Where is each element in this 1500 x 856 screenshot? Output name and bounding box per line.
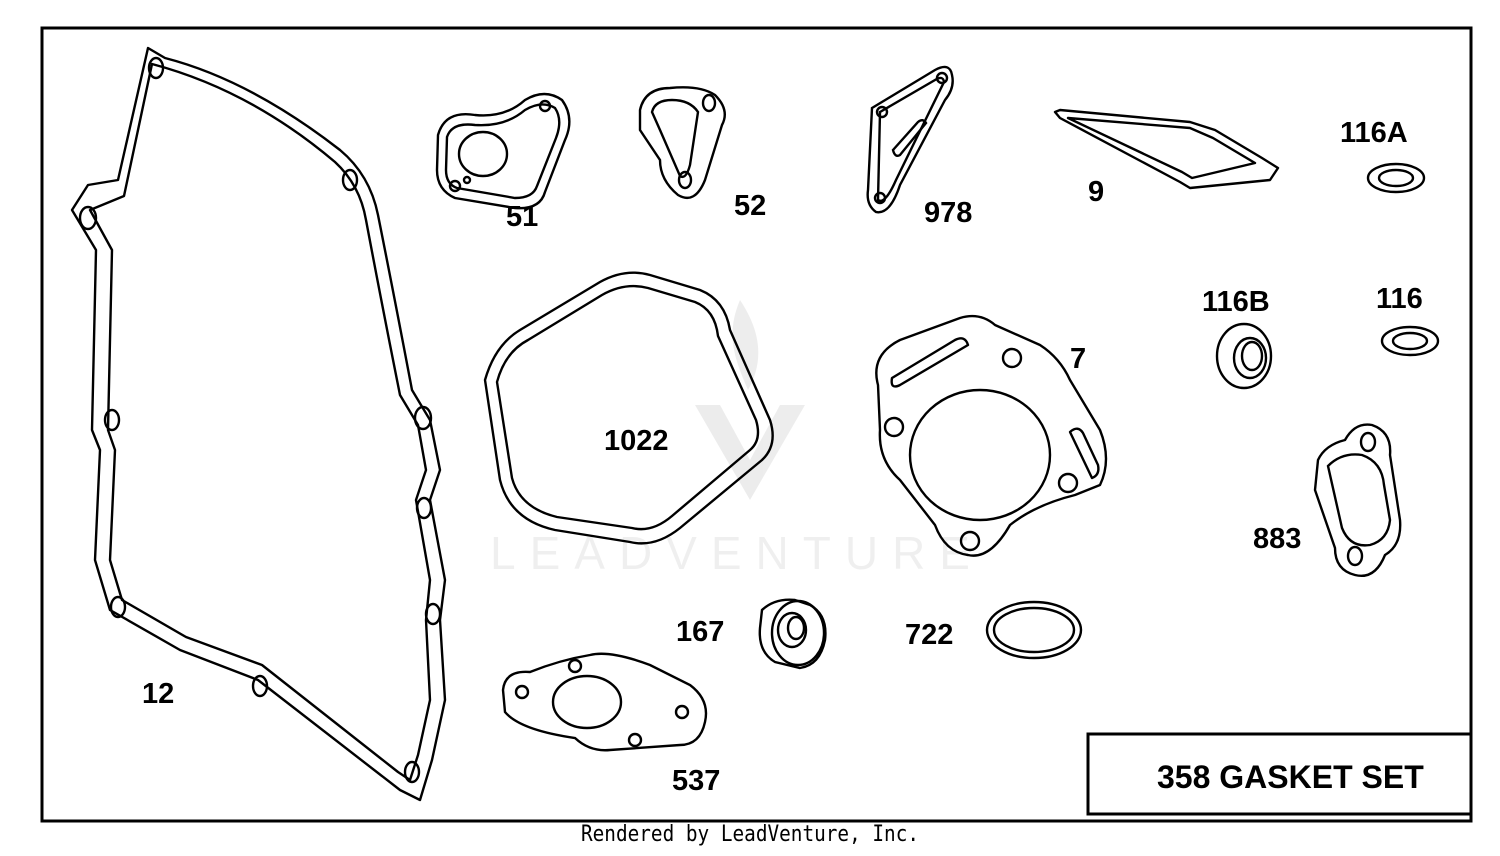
gasket-52 [640, 87, 725, 198]
label-part-7[interactable]: 7 [1070, 343, 1087, 375]
label-part-51[interactable]: 51 [506, 201, 539, 233]
label-part-978[interactable]: 978 [924, 197, 973, 229]
set-title: 358 GASKET SET [1157, 759, 1424, 795]
watermark-logo [695, 300, 805, 500]
label-part-167[interactable]: 167 [676, 616, 725, 648]
label-part-9[interactable]: 9 [1088, 176, 1105, 208]
washer-116 [1382, 327, 1438, 355]
label-part-12[interactable]: 12 [142, 678, 175, 710]
label-part-883[interactable]: 883 [1253, 523, 1302, 555]
gasket-978 [868, 67, 953, 212]
gasket-12 [72, 48, 445, 800]
label-part-116B[interactable]: 116B [1202, 286, 1270, 318]
gasket-9 [1055, 110, 1278, 188]
washer-116A [1368, 164, 1424, 192]
seal-116B [1217, 324, 1271, 388]
diagram-border [42, 28, 1471, 821]
footer-credit: Rendered by LeadVenture, Inc. [580, 822, 920, 847]
watermark-text: LEADVENTURE [490, 527, 984, 579]
oring-722 [987, 602, 1081, 658]
label-part-52[interactable]: 52 [734, 190, 767, 222]
gasket-537 [503, 654, 706, 751]
seal-167 [760, 600, 826, 668]
gasket-7 [876, 316, 1106, 556]
title-box [1088, 734, 1471, 814]
gasket-51 [437, 94, 569, 208]
gasket-883 [1315, 425, 1400, 576]
label-part-722[interactable]: 722 [905, 619, 954, 651]
label-part-116[interactable]: 116 [1376, 283, 1423, 315]
label-part-537[interactable]: 537 [672, 765, 721, 797]
label-part-116A[interactable]: 116A [1340, 117, 1408, 149]
label-part-1022[interactable]: 1022 [604, 425, 669, 457]
gasket-1022 [485, 273, 773, 544]
